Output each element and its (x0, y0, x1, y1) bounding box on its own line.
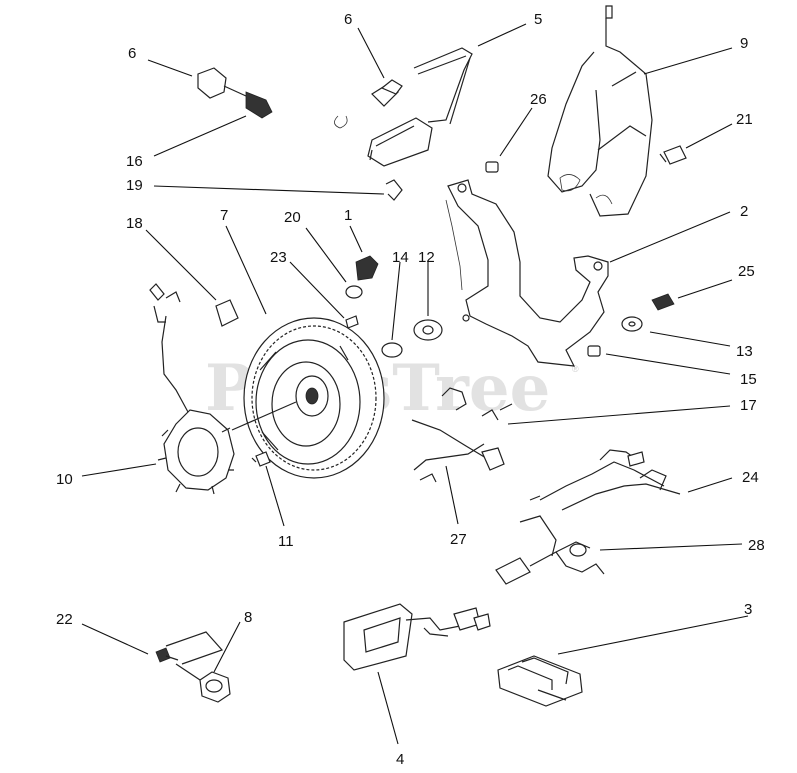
label-11: 11 (278, 533, 294, 550)
part-6-spark-boot (334, 79, 403, 129)
part-labels: 6 16 6 5 9 21 26 19 2 1 20 7 18 23 14 12… (56, 11, 765, 768)
part-12-spacer (413, 319, 443, 341)
label-25: 25 (738, 263, 755, 280)
label-24: 24 (742, 469, 759, 486)
part-7-flywheel (243, 317, 385, 479)
leader-lines (81, 23, 749, 745)
part-27-ground-wire (413, 443, 485, 483)
label-17: 17 (740, 397, 757, 414)
watermark-registered-mark: ® (572, 364, 579, 374)
label-15: 15 (740, 371, 757, 388)
label-5: 5 (534, 11, 542, 28)
label-16: 16 (126, 153, 143, 170)
part-5-ignition-lead (367, 47, 473, 167)
part-10-stator (149, 283, 297, 495)
label-6-top: 6 (344, 11, 352, 28)
label-19: 19 (126, 177, 143, 194)
label-1: 1 (344, 207, 352, 224)
part-13-washer (621, 316, 643, 332)
part-20-washer (345, 285, 363, 299)
part-14-washer (381, 342, 403, 358)
part-8-sensor (165, 631, 231, 703)
part-15-nut (587, 345, 601, 357)
part-19-clip (385, 179, 403, 201)
label-21: 21 (736, 111, 753, 128)
part-4-ignition-module (343, 603, 491, 671)
part-3-rectifier (497, 655, 583, 707)
label-13: 13 (736, 343, 753, 360)
part-18-cover (215, 299, 239, 327)
label-2: 2 (740, 203, 748, 220)
part-11-screw (251, 451, 271, 467)
part-24-wire-harness (519, 449, 681, 557)
part-17-wire-clip (411, 387, 513, 471)
label-4: 4 (396, 751, 404, 768)
label-22: 22 (56, 611, 73, 628)
label-12: 12 (418, 249, 435, 266)
part-23-key (345, 315, 359, 329)
part-28-connector-harness (495, 541, 605, 585)
label-9: 9 (740, 35, 748, 52)
part-2-shroud (445, 179, 609, 367)
label-20: 20 (284, 209, 301, 226)
part-9-bracket (547, 5, 653, 217)
label-26: 26 (530, 91, 547, 108)
part-6-connector (197, 67, 273, 119)
label-14: 14 (392, 249, 409, 266)
label-6-left: 6 (128, 45, 136, 62)
label-28: 28 (748, 537, 765, 554)
part-25-screw (651, 293, 675, 311)
label-18: 18 (126, 215, 143, 232)
part-1-nut (355, 255, 379, 281)
label-3: 3 (744, 601, 752, 618)
label-10: 10 (56, 471, 73, 488)
part-22-screw (155, 647, 179, 663)
label-7: 7 (220, 207, 228, 224)
label-27: 27 (450, 531, 467, 548)
part-21-screw (659, 145, 687, 165)
part-26-screw (485, 161, 499, 173)
label-23: 23 (270, 249, 287, 266)
label-8: 8 (244, 609, 252, 626)
